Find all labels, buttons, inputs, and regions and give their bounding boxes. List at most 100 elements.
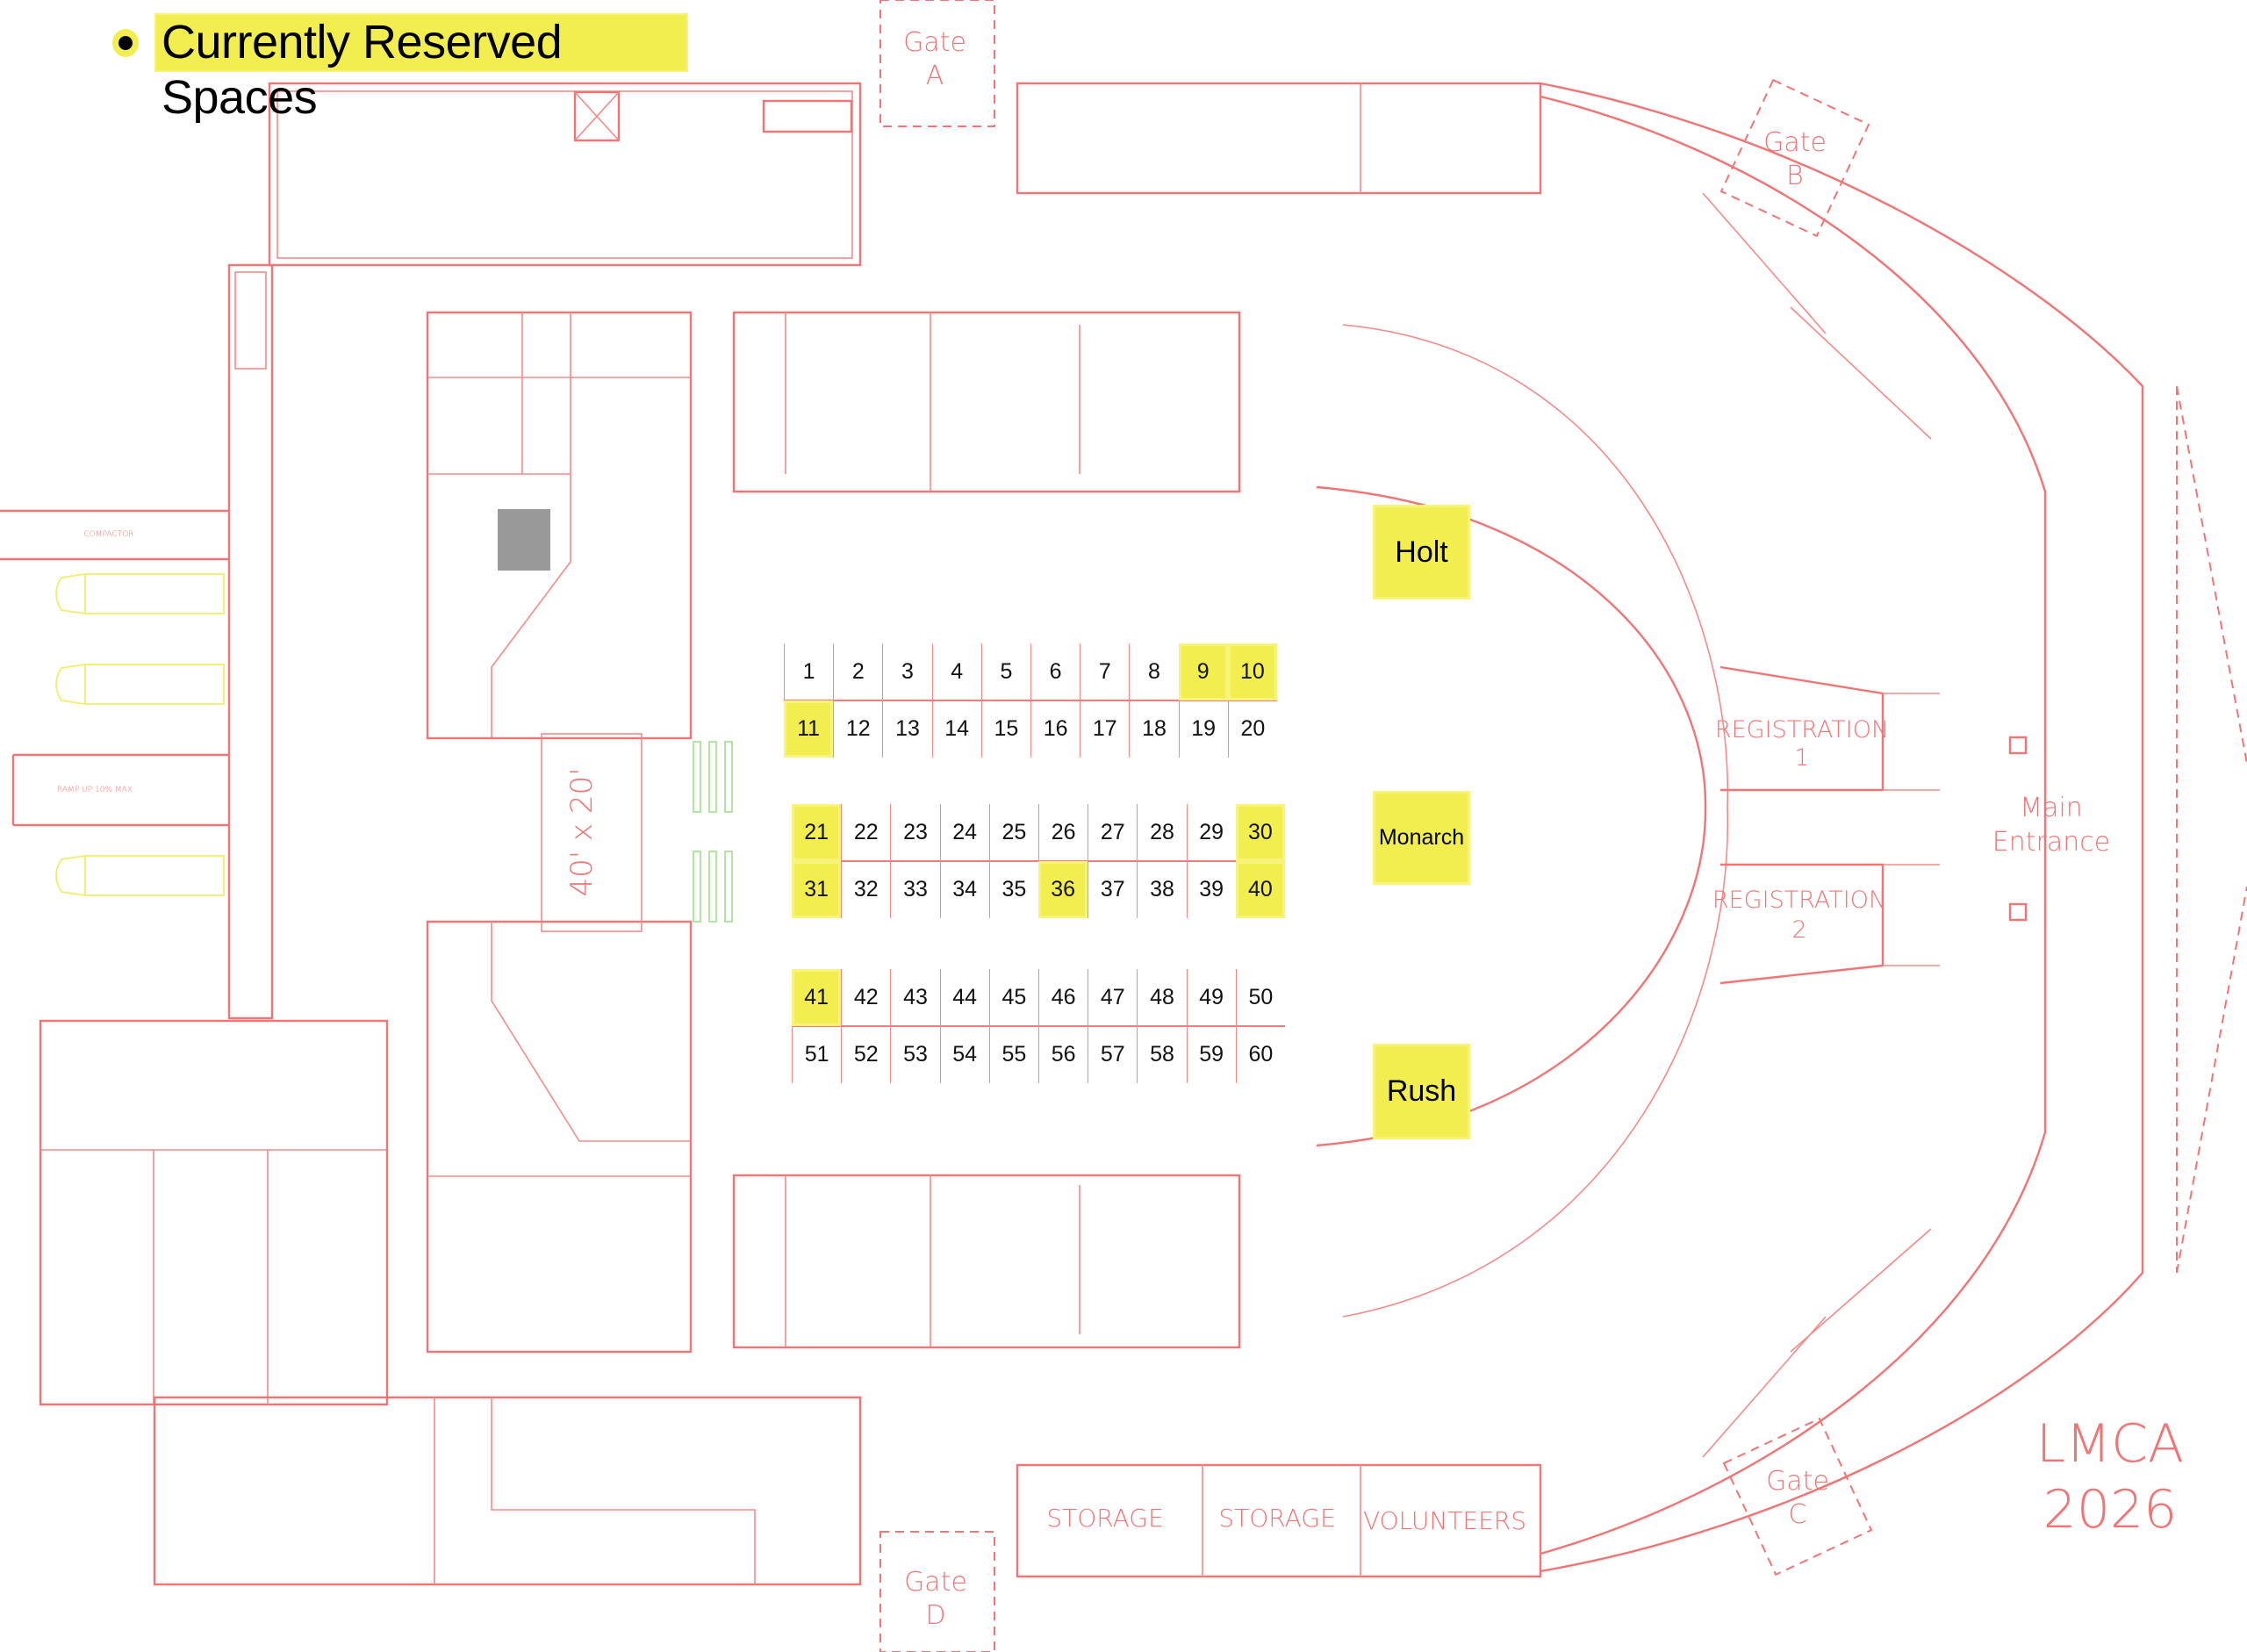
space[interactable]: 48 — [1137, 969, 1186, 1026]
space[interactable]: 13 — [882, 700, 931, 758]
storage-2-label: STORAGE — [1218, 1504, 1335, 1533]
truck — [84, 855, 225, 896]
space[interactable]: 42 — [841, 969, 890, 1026]
space[interactable]: 4 — [931, 643, 981, 700]
space[interactable]: 6 — [1030, 643, 1080, 700]
space-reserved[interactable]: 36 — [1038, 861, 1088, 918]
table — [708, 851, 717, 923]
space[interactable]: 22 — [841, 804, 890, 861]
space[interactable]: 28 — [1137, 804, 1186, 861]
gate-d-outline — [879, 1531, 995, 1652]
space[interactable]: 43 — [890, 969, 939, 1026]
truck-cab — [55, 664, 86, 705]
column — [2008, 902, 2028, 922]
space[interactable]: 37 — [1088, 861, 1137, 918]
space[interactable]: 5 — [980, 643, 1030, 700]
gate-a-label: Gate — [903, 27, 966, 58]
space[interactable]: 46 — [1038, 969, 1088, 1026]
wall — [0, 509, 229, 827]
zone-holt[interactable]: Holt — [1373, 505, 1470, 600]
space[interactable]: 15 — [980, 700, 1030, 758]
space[interactable]: 51 — [792, 1026, 841, 1083]
elevator — [573, 90, 621, 142]
space[interactable]: 19 — [1178, 700, 1228, 758]
space-reserved[interactable]: 40 — [1235, 861, 1285, 918]
space[interactable]: 27 — [1088, 804, 1137, 861]
gate-d-letter: D — [925, 1600, 945, 1631]
space[interactable]: 53 — [890, 1026, 939, 1083]
space[interactable]: 34 — [939, 861, 989, 918]
wall — [785, 312, 1080, 492]
wall — [1202, 1465, 1361, 1577]
space-reserved[interactable]: 10 — [1227, 643, 1277, 700]
watermark-year: 2026 — [2043, 1479, 2178, 1541]
space[interactable]: 16 — [1030, 700, 1080, 758]
space[interactable]: 49 — [1186, 969, 1236, 1026]
space[interactable]: 2 — [833, 643, 882, 700]
registration-2-number: 2 — [1791, 916, 1806, 944]
space[interactable]: 23 — [890, 804, 939, 861]
space[interactable]: 54 — [939, 1026, 989, 1083]
zone-monarch[interactable]: Monarch — [1373, 791, 1470, 885]
space[interactable]: 45 — [988, 969, 1038, 1026]
space[interactable]: 47 — [1088, 969, 1137, 1026]
space-reserved[interactable]: 9 — [1178, 643, 1228, 700]
space-reserved[interactable]: 41 — [792, 969, 842, 1026]
space[interactable]: 24 — [939, 804, 989, 861]
space[interactable]: 17 — [1080, 700, 1129, 758]
space[interactable]: 26 — [1038, 804, 1088, 861]
space[interactable]: 58 — [1137, 1026, 1186, 1083]
space-reserved[interactable]: 21 — [792, 804, 842, 861]
space[interactable]: 50 — [1235, 969, 1285, 1026]
gate-a-letter: A — [926, 61, 944, 91]
space[interactable]: 33 — [890, 861, 939, 918]
table — [724, 741, 733, 813]
space[interactable]: 39 — [1186, 861, 1236, 918]
registration-walls — [1719, 665, 1884, 985]
space-reserved[interactable]: 30 — [1235, 804, 1285, 861]
space[interactable]: 56 — [1038, 1026, 1088, 1083]
space[interactable]: 18 — [1129, 700, 1178, 758]
space[interactable]: 57 — [1088, 1026, 1137, 1083]
truck-icons — [55, 573, 225, 896]
table — [693, 741, 701, 813]
watermark-lmca: LMCA — [2036, 1413, 2184, 1475]
space[interactable]: 59 — [1186, 1026, 1236, 1083]
wall — [427, 922, 691, 1177]
space[interactable]: 12 — [833, 700, 882, 758]
wall — [427, 312, 691, 738]
space[interactable]: 35 — [988, 861, 1038, 918]
registration-2-label: REGISTRATION — [1712, 887, 1886, 914]
arena-concourse — [1540, 95, 2047, 1555]
space[interactable]: 29 — [1186, 804, 1236, 861]
space[interactable]: 8 — [1129, 643, 1178, 700]
space[interactable]: 55 — [988, 1026, 1038, 1083]
space[interactable]: 60 — [1235, 1026, 1285, 1083]
wall — [1702, 192, 1932, 1458]
main-entrance-label-2: Entrance — [1992, 827, 2110, 858]
space[interactable]: 3 — [882, 643, 931, 700]
ramp — [234, 271, 267, 370]
zone-rush[interactable]: Rush — [1373, 1044, 1470, 1139]
space[interactable]: 32 — [841, 861, 890, 918]
legend-bullet-icon — [112, 29, 139, 57]
space[interactable]: 20 — [1227, 700, 1277, 758]
space[interactable]: 7 — [1080, 643, 1129, 700]
space-reserved[interactable]: 31 — [792, 861, 842, 918]
space[interactable]: 14 — [931, 700, 981, 758]
space-reserved[interactable]: 11 — [784, 700, 834, 758]
truck — [84, 573, 225, 614]
registration-1-label: REGISTRATION — [1715, 716, 1889, 743]
space[interactable]: 44 — [939, 969, 989, 1026]
truck-cab — [55, 855, 86, 896]
space[interactable]: 25 — [988, 804, 1038, 861]
stair — [762, 99, 853, 133]
space[interactable]: 52 — [841, 1026, 890, 1083]
wall — [434, 1397, 756, 1584]
gate-c-letter: C — [1789, 1499, 1807, 1530]
space[interactable]: 38 — [1137, 861, 1186, 918]
tables — [693, 741, 733, 923]
space[interactable]: 1 — [784, 643, 833, 700]
table — [693, 851, 701, 923]
